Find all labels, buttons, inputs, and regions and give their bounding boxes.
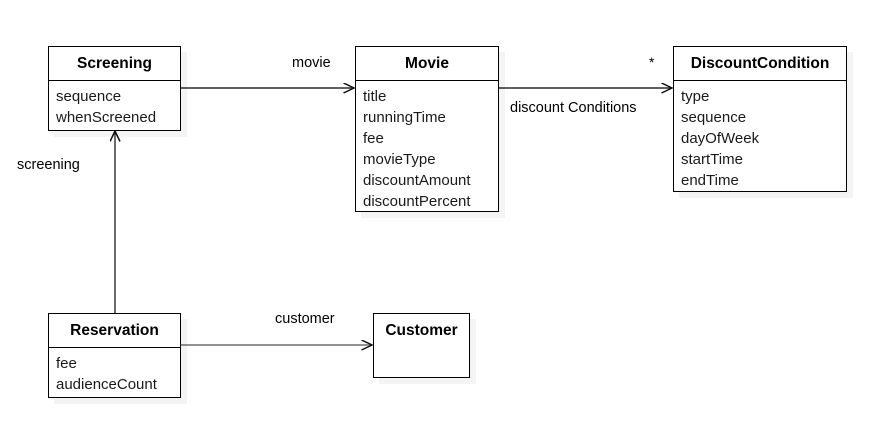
association-label-screening: screening <box>17 157 80 173</box>
class-box-screening[interactable]: Screening sequence whenScreened <box>48 46 181 131</box>
attribute-item: discountAmount <box>363 171 471 189</box>
attribute-item: runningTime <box>363 108 446 126</box>
attribute-item: discountPercent <box>363 192 471 210</box>
attribute-item: dayOfWeek <box>681 129 760 147</box>
attribute-item: type <box>681 87 710 105</box>
class-title-reservation: Reservation <box>49 314 180 348</box>
class-title-screening: Screening <box>49 47 180 81</box>
class-box-reservation[interactable]: Reservation fee audienceCount <box>48 313 181 398</box>
class-title-customer: Customer <box>385 322 458 339</box>
attribute-item: audienceCount <box>56 375 157 393</box>
class-box-customer[interactable]: Customer <box>373 313 470 378</box>
attribute-item: sequence <box>56 87 122 105</box>
class-attributes-screening: sequence whenScreened <box>49 81 180 134</box>
class-attributes-discountcondition: type sequence dayOfWeek startTime endTim… <box>674 81 846 197</box>
attribute-item: endTime <box>681 171 739 189</box>
attribute-item: sequence <box>681 108 747 126</box>
class-title-discountcondition: DiscountCondition <box>674 47 846 81</box>
attribute-item: fee <box>56 354 77 372</box>
attribute-item: whenScreened <box>56 108 157 126</box>
class-attributes-movie: title runningTime fee movieType discount… <box>356 81 498 218</box>
association-label-movie: movie <box>292 55 331 71</box>
association-label-discount-conditions: discount Conditions <box>510 100 637 116</box>
class-attributes-reservation: fee audienceCount <box>49 348 180 401</box>
class-title-movie: Movie <box>356 47 498 81</box>
attribute-item: fee <box>363 129 384 147</box>
multiplicity-label-discountcondition: * <box>649 54 655 70</box>
attribute-item: movieType <box>363 150 436 168</box>
attribute-item: title <box>363 87 387 105</box>
class-box-discountcondition[interactable]: DiscountCondition type sequence dayOfWee… <box>673 46 847 192</box>
attribute-item: startTime <box>681 150 743 168</box>
association-label-customer: customer <box>275 311 335 327</box>
class-box-movie[interactable]: Movie title runningTime fee movieType di… <box>355 46 499 212</box>
